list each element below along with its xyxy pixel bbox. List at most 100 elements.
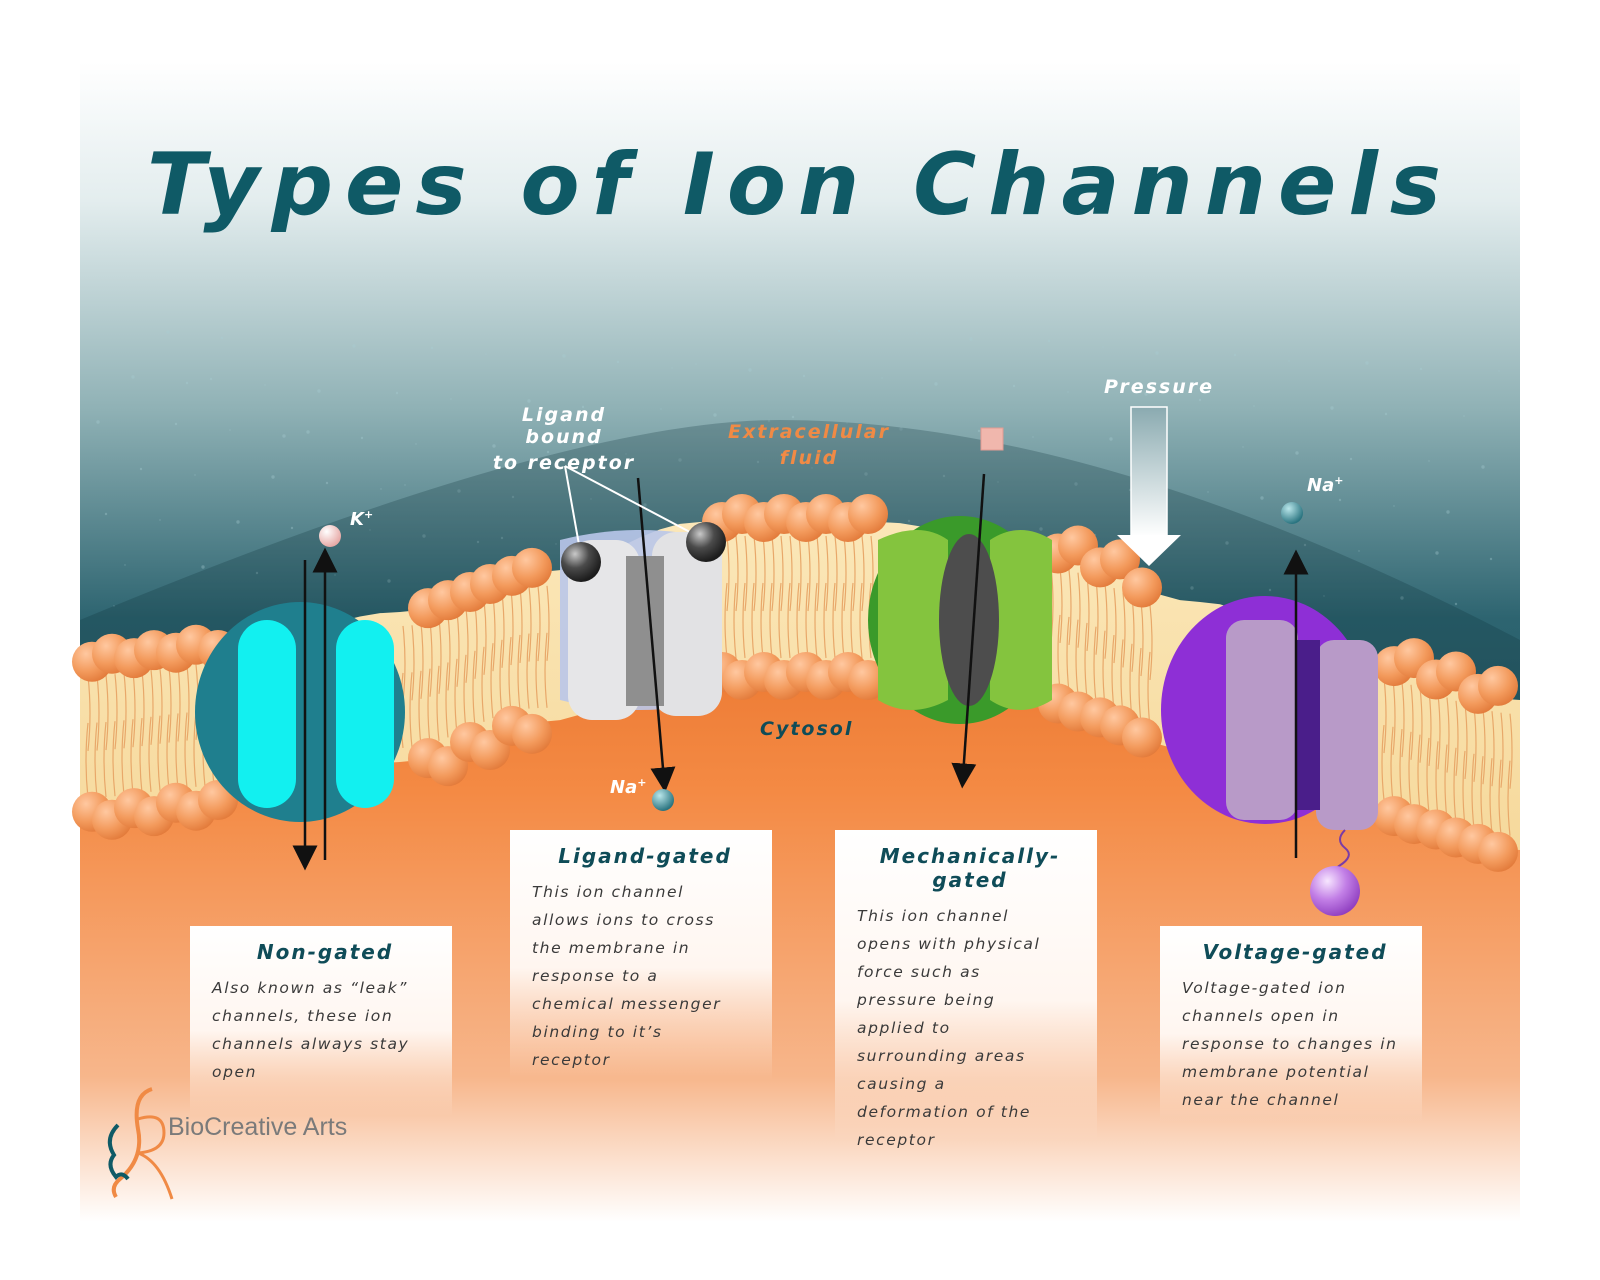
lipid-head (512, 547, 552, 588)
speckle (360, 436, 364, 440)
brand: BioCreative Arts (100, 1085, 390, 1195)
card-line: This ion channel (857, 907, 1010, 925)
lipid-tail (850, 535, 856, 659)
lipid-tail (94, 675, 100, 798)
speckle (1481, 465, 1485, 469)
speckle (1323, 595, 1325, 597)
speckle (1268, 588, 1272, 592)
lipid-tail (1408, 684, 1414, 807)
speckle (1198, 398, 1202, 402)
lipid-tail (103, 674, 109, 798)
pressure-label: Pressure (1104, 376, 1214, 398)
lipid-tail (121, 673, 127, 796)
speckle (104, 512, 108, 516)
sodium-ion-cytosol (652, 789, 674, 811)
speckle (369, 529, 371, 531)
speckle (934, 382, 938, 386)
ion-flow-arrows (292, 473, 1309, 871)
speckle (1032, 436, 1034, 438)
speckle (395, 391, 399, 395)
card-line: near the channel (1182, 1091, 1340, 1109)
card-line: channels open in (1182, 1007, 1340, 1025)
speckle (1295, 451, 1299, 455)
ligand-ball-right (686, 522, 726, 562)
lipid-tail (85, 675, 91, 798)
lipid-tail (859, 535, 865, 659)
speckle (387, 579, 391, 583)
speckle (511, 495, 515, 499)
card-line: allows ions to cross (532, 911, 715, 929)
card-line: receptor (857, 1131, 936, 1149)
speckle (1358, 550, 1360, 552)
extracellular-label-line-1: Extracellular (728, 421, 890, 443)
lipid-tail (1507, 713, 1513, 836)
speckle (811, 467, 813, 469)
lipid-tail (787, 535, 793, 659)
speckle (229, 429, 231, 431)
lipid-tail (760, 535, 766, 659)
speckle (977, 429, 981, 433)
sodium-symbol-cytosol: Na (610, 777, 638, 798)
speckle (415, 443, 417, 445)
speckle (1419, 367, 1423, 371)
lipid-head (1122, 567, 1162, 608)
speckle (1067, 391, 1069, 393)
speckle (96, 420, 100, 424)
lipid-tail (1381, 678, 1387, 801)
card-line: force such as (857, 963, 981, 981)
lipid-head (512, 713, 552, 754)
speckle (255, 571, 259, 575)
speckle (562, 354, 566, 358)
lipid-tail (517, 587, 523, 711)
arrow-mechanical-down (951, 473, 986, 789)
sodium-ion-extracellular (1281, 502, 1303, 524)
speckle (660, 408, 662, 410)
lipid-tail (1399, 682, 1405, 805)
card-line: deformation of the (857, 1103, 1032, 1121)
speckle (546, 450, 550, 454)
lipid-tail (1453, 700, 1459, 823)
speckle (1454, 602, 1458, 606)
lipid-tail (148, 669, 154, 792)
lipid-tail (778, 535, 784, 659)
speckle (1012, 384, 1016, 388)
speckle (527, 399, 531, 403)
lipid-tail (481, 599, 487, 722)
lipid-tail (526, 586, 532, 709)
card-line: This ion channel (532, 883, 685, 901)
speckle (174, 422, 178, 426)
lipid-tail (733, 535, 739, 659)
lipid-tail (436, 618, 442, 741)
lipid-tail (535, 585, 541, 709)
lipid-tail (1066, 569, 1072, 693)
speckle (625, 453, 627, 455)
lipid-tail (1075, 572, 1081, 695)
speckle (404, 484, 406, 486)
card-non-gated: Non-gated Also known as “leak” channels,… (190, 926, 452, 1116)
potassium-charge: + (363, 508, 374, 521)
lipid-tail (544, 585, 550, 708)
lipid-tail (409, 625, 415, 748)
card-line: open (212, 1063, 258, 1081)
non-gated-channel (195, 602, 405, 822)
card-line: response to a (532, 967, 659, 985)
lipid-tail (1138, 600, 1144, 724)
speckle (942, 474, 946, 478)
speckle (1498, 370, 1500, 372)
card-ligand-gated: Ligand-gated This ion channel allows ion… (510, 830, 772, 1080)
mechanical-particle (980, 427, 1004, 451)
card-line: opens with physical (857, 935, 1041, 953)
cytosol-label: Cytosol (760, 718, 854, 740)
speckle (695, 363, 697, 365)
lipid-head (1478, 665, 1518, 706)
lipid-tail (742, 535, 748, 659)
speckle (334, 574, 336, 576)
speckle (1260, 496, 1264, 500)
speckle (1047, 339, 1051, 343)
potassium-label: K+ (350, 508, 373, 530)
speckle (581, 405, 585, 409)
lipid-tail (1057, 567, 1063, 690)
speckle (1207, 491, 1209, 493)
potassium-symbol: K (350, 509, 364, 530)
potassium-ion (319, 525, 341, 547)
